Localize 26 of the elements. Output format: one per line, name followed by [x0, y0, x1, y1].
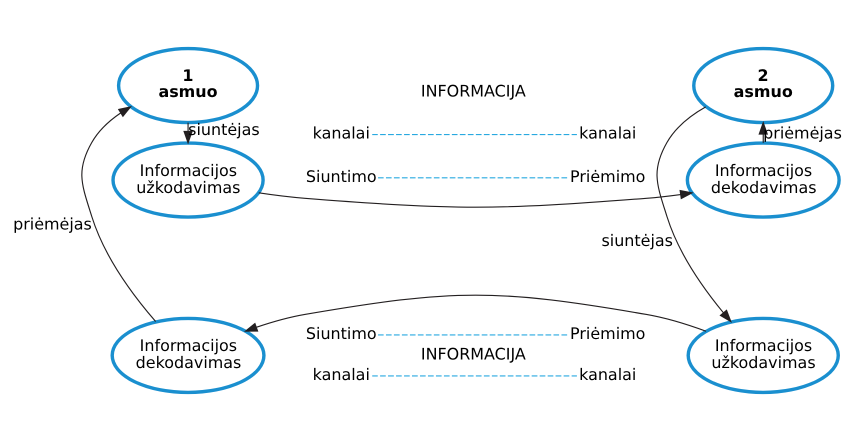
node-ellipse: 2 asmuo	[692, 46, 834, 124]
arrow	[81, 106, 156, 322]
node-text: kanalai	[579, 365, 636, 384]
arrow	[258, 190, 694, 208]
node-ellipse: Informacijos dekodavimas	[686, 141, 841, 219]
connector	[372, 134, 577, 136]
node-text: Priėmimo	[570, 167, 646, 186]
arrow	[244, 294, 706, 332]
node-text: Siuntimo	[306, 324, 377, 344]
node-ellipse: Informacijos užkodavimas	[111, 141, 265, 219]
edge-label: priėmėjas	[763, 124, 842, 143]
edge-label: priėmėjas	[13, 214, 92, 234]
node-text: kanalai	[579, 124, 636, 143]
node-text: kanalai	[312, 365, 370, 384]
node-text: kanalai	[312, 124, 370, 143]
node-text: INFORMACIJA	[420, 82, 526, 101]
node-ellipse: Informacijos dekodavimas	[110, 316, 266, 394]
arrow	[656, 106, 732, 323]
edge-label: siuntėjas	[601, 230, 673, 250]
connector	[378, 177, 569, 178]
node-text: Siuntimo	[306, 167, 377, 186]
connector	[372, 375, 577, 376]
node-ellipse: Informacijos užkodavimas	[686, 316, 840, 394]
connector	[378, 334, 569, 336]
node-text: INFORMACIJA	[420, 344, 526, 364]
node-text: Priėmimo	[570, 324, 646, 344]
